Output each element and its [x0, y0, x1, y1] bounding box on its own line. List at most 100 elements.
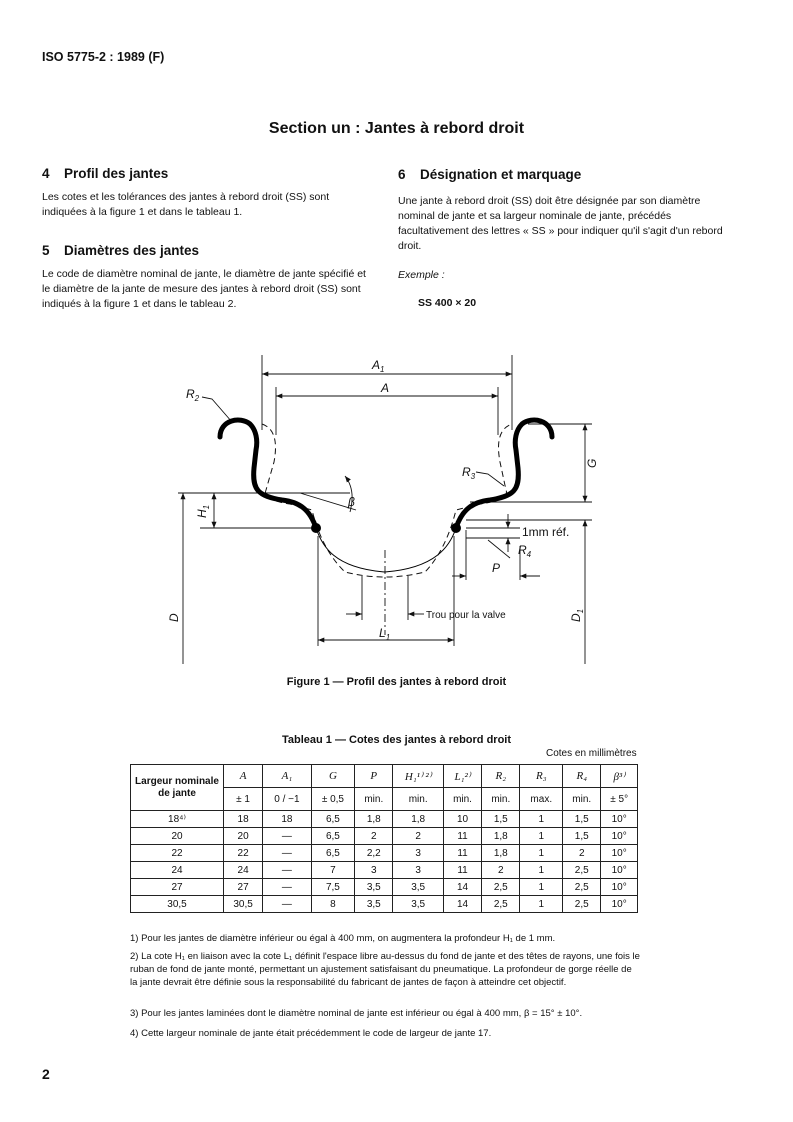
- label-beta: β: [347, 495, 355, 509]
- label-P: P: [492, 561, 500, 575]
- paragraph-section-4: Les cotes et les tolérances des jantes à…: [42, 191, 330, 218]
- table-cell: —: [262, 861, 312, 879]
- table-cell: 3,5: [354, 878, 394, 896]
- header-cell: H₁¹⁾ ²⁾: [392, 764, 444, 788]
- table-cell: 1,8: [481, 844, 521, 862]
- label-D: D: [167, 613, 181, 622]
- table-cell: 14: [442, 895, 483, 913]
- table-cell: —: [262, 827, 312, 845]
- table-cell: —: [262, 878, 312, 896]
- table-cell: 27: [222, 878, 264, 896]
- table-cell: 1: [519, 878, 564, 896]
- table-cell: 1,8: [481, 827, 521, 845]
- table-cell: 2: [354, 827, 394, 845]
- label-D1: D1: [569, 609, 585, 622]
- header-cell: L₁²⁾: [442, 764, 483, 788]
- table-cell: 1,8: [392, 810, 444, 828]
- section-heading: Désignation et marquage: [420, 167, 582, 182]
- table-cell: 11: [442, 861, 483, 879]
- figure-caption: Figure 1 — Profil des jantes à rebord dr…: [286, 676, 507, 688]
- table-cell: 1: [519, 861, 564, 879]
- table-cell: 18: [262, 810, 312, 828]
- table-cell: 10°: [600, 810, 638, 828]
- table-cell: 14: [442, 878, 483, 896]
- table-cell: 24: [222, 861, 264, 879]
- table-cell: —: [262, 895, 312, 913]
- tolerance-cell: ± 5°: [600, 787, 638, 811]
- table-cell: 18: [222, 810, 264, 828]
- table-cell: 1,5: [562, 827, 602, 845]
- table-cell: 10°: [600, 844, 638, 862]
- table-cell: 1: [519, 810, 564, 828]
- example-label: Exemple :: [398, 269, 445, 281]
- tolerance-cell: min.: [481, 787, 521, 811]
- table-cell: 2,5: [562, 861, 602, 879]
- footnote-3: 3) Pour les jantes laminées dont le diam…: [130, 1008, 583, 1019]
- rim-profile-drawing: A1 A R2 R3 R4 G H1 β 1mm réf. P Trou pou…: [167, 355, 599, 664]
- table-cell: 1: [519, 844, 564, 862]
- table-cell: 2,5: [562, 878, 602, 896]
- table-cell: 30,5: [222, 895, 264, 913]
- label-H1: H1: [195, 505, 211, 518]
- table-cell: 20: [222, 827, 264, 845]
- table-cell: 10°: [600, 861, 638, 879]
- table-cell: 3: [354, 861, 394, 879]
- label-ref: 1mm réf.: [522, 525, 569, 539]
- table-units: Cotes en millimètres: [546, 748, 637, 759]
- table-cell: 2,5: [562, 895, 602, 913]
- table-cell: 22: [222, 844, 264, 862]
- label-L1: L1: [379, 626, 390, 642]
- label-valve: Trou pour la valve: [426, 610, 506, 621]
- footnote-4: 4) Cette largeur nominale de jante était…: [130, 1028, 492, 1039]
- table-cell: 27: [130, 878, 224, 896]
- table-cell: 11: [442, 844, 483, 862]
- table-cell: 2,5: [481, 878, 521, 896]
- label-R3: R3: [462, 465, 476, 481]
- table-cell: 3: [392, 861, 444, 879]
- table-cell: 1,8: [354, 810, 394, 828]
- table-cell: 10°: [600, 895, 638, 913]
- label-R4: R4: [518, 543, 532, 559]
- header-cell: R₄: [562, 764, 602, 788]
- table-cell: 10°: [600, 827, 638, 845]
- table-cell: 10: [442, 810, 483, 828]
- label-A1: A1: [371, 358, 384, 374]
- section-number: 5: [42, 243, 50, 258]
- tolerance-cell: ± 0,5: [310, 787, 356, 811]
- table-cell: 22: [130, 844, 224, 862]
- header-cell: A: [222, 764, 264, 788]
- tolerance-cell: min.: [392, 787, 444, 811]
- label-G: G: [585, 459, 599, 468]
- header-cell: β³⁾: [600, 764, 638, 788]
- section-number: 4: [42, 166, 50, 181]
- label-A: A: [380, 381, 389, 395]
- header-cell: R₃: [519, 764, 564, 788]
- tolerance-cell: 0 / −1: [262, 787, 312, 811]
- table-cell: 11: [442, 827, 483, 845]
- table-cell: 30,5: [130, 895, 224, 913]
- tolerance-cell: min.: [442, 787, 483, 811]
- tolerance-cell: ± 1: [222, 787, 264, 811]
- table-cell: 3,5: [354, 895, 394, 913]
- document-id: ISO 5775-2 : 1989 (F): [42, 50, 165, 64]
- header-cell: P: [354, 764, 394, 788]
- page-number: 2: [42, 1066, 50, 1082]
- table-cell: 3,5: [392, 878, 444, 896]
- table-cell: 20: [130, 827, 224, 845]
- table-cell: 3,5: [392, 895, 444, 913]
- tolerance-cell: min.: [354, 787, 394, 811]
- table-cell: 1: [519, 895, 564, 913]
- table-cell: 1,5: [481, 810, 521, 828]
- table-cell: 6,5: [310, 810, 356, 828]
- table-cell: 7,5: [310, 878, 356, 896]
- paragraph-section-6: Une jante à rebord droit (SS) doit être …: [398, 195, 723, 252]
- header-cell: A₁: [262, 764, 312, 788]
- table-cell: 1: [519, 827, 564, 845]
